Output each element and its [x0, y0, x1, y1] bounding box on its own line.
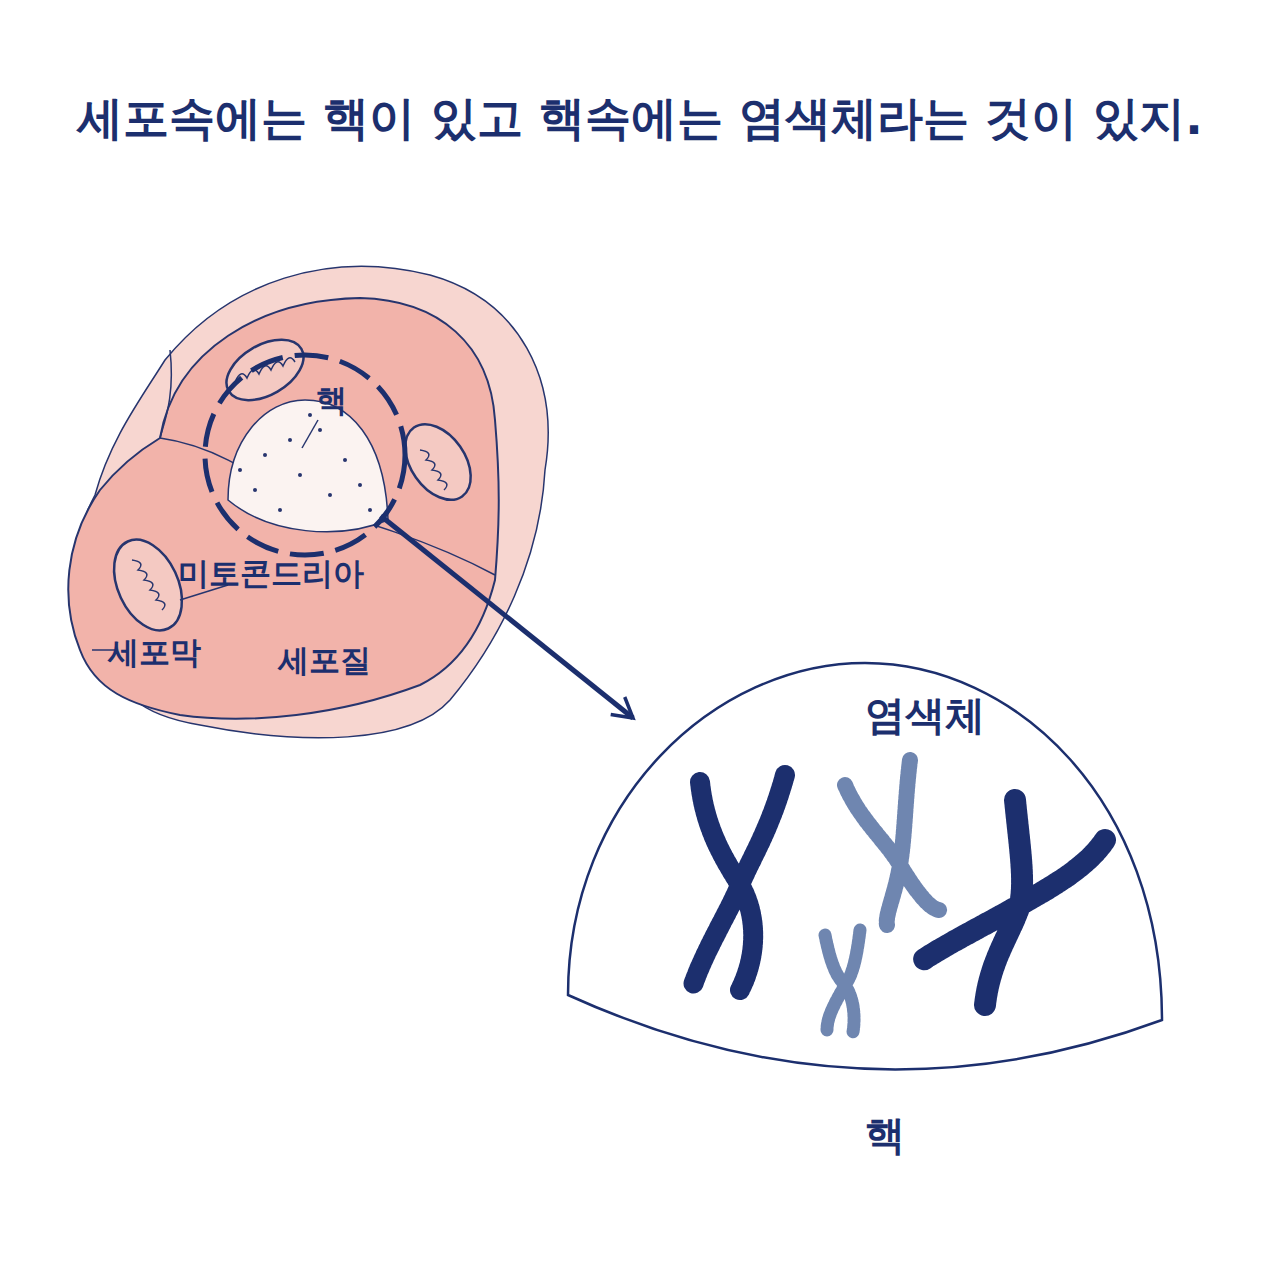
node-outline — [200, 350, 410, 560]
node-label: 핵 — [316, 380, 347, 422]
node-label: 염색체 — [865, 688, 985, 743]
part-label: 세포질 — [278, 640, 371, 682]
title-text: 세포속에는 핵이 있고 핵속에는 염색체라는 것이 있지. — [0, 88, 1280, 150]
nucleus-closeup: 염색체핵 — [565, 660, 1165, 1100]
zoom-arrow — [381, 516, 633, 718]
part-label: 세포막 — [108, 632, 201, 674]
node-caption: 핵 — [865, 1108, 905, 1163]
part-label: 미토콘드리아 — [178, 553, 364, 595]
nucleus-region: 핵 — [200, 350, 410, 560]
